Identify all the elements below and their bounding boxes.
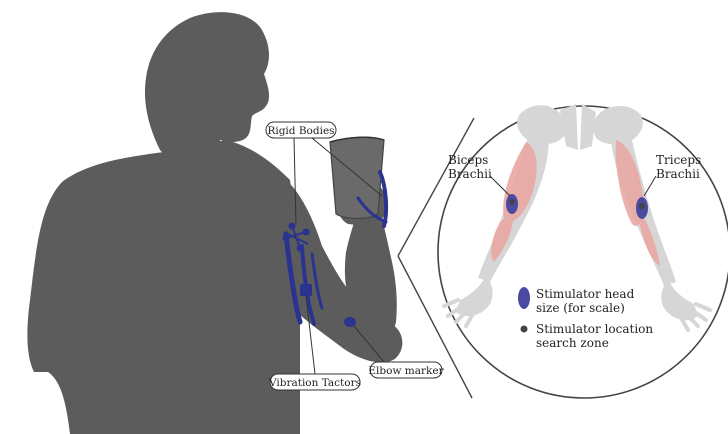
legend-stimulator-line1: Stimulator head (536, 287, 635, 301)
triceps-search-dot (639, 203, 645, 209)
legend-stimulator-line2: size (for scale) (536, 301, 625, 315)
rigid-bodies-callout: Rigid Bodies (265, 121, 383, 225)
legend-search-line2: search zone (536, 336, 609, 350)
triceps-leader (643, 175, 657, 197)
biceps-label-line2: Brachii (448, 167, 492, 181)
elbow-marker (344, 317, 356, 327)
triceps-label-line1: Triceps (656, 153, 701, 167)
biceps-search-dot (509, 199, 515, 205)
rigid-bodies-label: Rigid Bodies (267, 125, 334, 137)
rigid-body-marker-arm (282, 222, 310, 252)
legend-search-swatch (520, 325, 528, 333)
legend: Stimulator head size (for scale) Stimula… (518, 287, 653, 350)
vibration-tactors-label: Vibration Tactors (268, 377, 361, 389)
legend-search-line1: Stimulator location (536, 322, 653, 336)
elbow-marker-label: Elbow marker (368, 365, 444, 377)
forearm (344, 210, 397, 346)
torso (27, 140, 300, 434)
triceps-label-line2: Brachii (656, 167, 700, 181)
vibration-tactor (300, 284, 312, 296)
magnifier-connector (397, 117, 475, 399)
apparatus (283, 170, 389, 326)
legend-stimulator-swatch (518, 287, 530, 309)
biceps-label-line1: Biceps (448, 153, 488, 167)
anatomy-inset: Biceps Brachii Triceps Brachii Stimulato… (437, 104, 728, 399)
biceps-leader (489, 175, 511, 197)
person-silhouette (27, 12, 403, 434)
inset-circle (437, 105, 728, 399)
upper-arm-band-3 (310, 252, 324, 310)
head (144, 12, 270, 172)
elbow-marker-callout: Elbow marker (353, 325, 445, 379)
hand-strap (356, 196, 388, 224)
cup (329, 136, 385, 220)
vibration-tactors-callout: Vibration Tactors (268, 295, 361, 391)
upper-arm-band-1 (283, 231, 303, 325)
